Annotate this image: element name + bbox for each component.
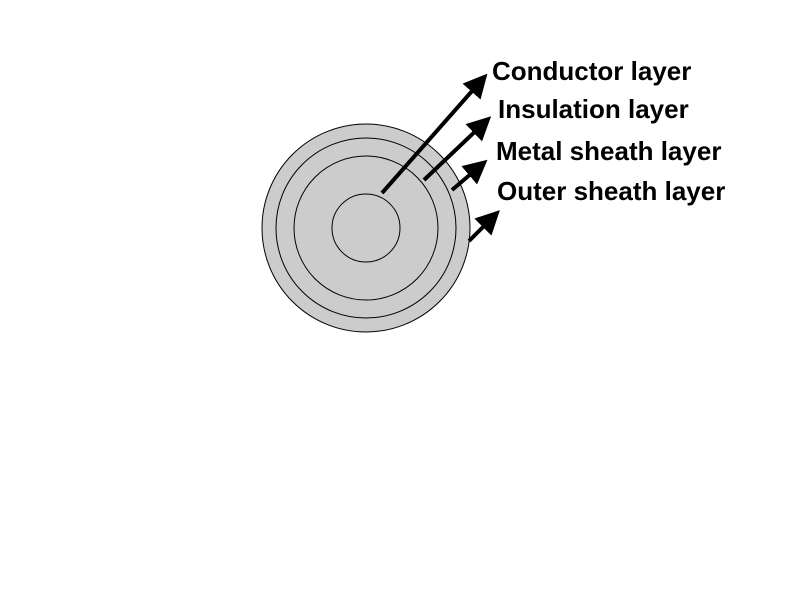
conductor-layer-label: Conductor layer — [492, 56, 692, 86]
metal-sheath-arrow — [450, 159, 488, 192]
insulation-layer-label: Insulation layer — [498, 94, 689, 124]
metal-sheath-layer-label: Metal sheath layer — [496, 136, 722, 166]
conductor-arrow — [380, 73, 488, 195]
outer-sheath-arrow — [467, 210, 500, 243]
conductor-circle — [331, 193, 401, 263]
insulation-arrow — [422, 116, 492, 182]
outer-sheath-layer-label: Outer sheath layer — [497, 176, 726, 206]
